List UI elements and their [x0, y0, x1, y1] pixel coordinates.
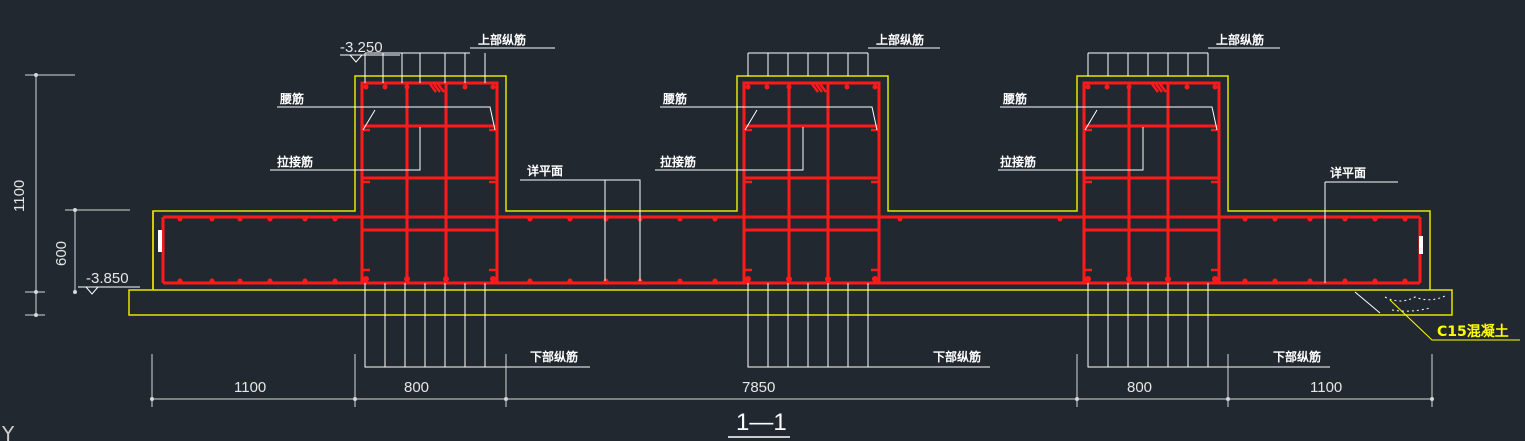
dim-height-total: 1100: [11, 180, 28, 212]
label-bottom-rebar-3: 下部纵筋: [1273, 349, 1321, 364]
label-top-rebar-1: 上部纵筋: [478, 32, 526, 47]
label-waist-rebar-1: 腰筋: [279, 91, 304, 106]
label-tie-rebar-3: 拉接筋: [1000, 154, 1036, 169]
beam-1-rebar: [360, 81, 499, 285]
label-bottom-rebar-2: 下部纵筋: [933, 349, 981, 364]
dimension-ticks: [34, 73, 1434, 401]
label-top-rebar-3: 上部纵筋: [1216, 32, 1264, 47]
dimension-lines: [25, 74, 1433, 407]
stirrup-hooks: [362, 83, 1219, 272]
rebar-dots: [177, 84, 1408, 284]
c15-cushion-outline: [128, 289, 1453, 316]
footing-outline: [152, 75, 1431, 290]
elevation-top: -3.250: [340, 39, 383, 56]
dimension-labels: 1100 600 1100 800 7850 800 1100: [11, 180, 1342, 396]
beam-2-rebar: [742, 81, 881, 285]
section-title: 1—1: [736, 409, 787, 436]
dim-height-slab: 600: [53, 241, 70, 266]
label-waist-rebar-2: 腰筋: [662, 91, 687, 106]
concrete-outline: [128, 75, 1453, 316]
beam-3-rebar: [1082, 81, 1221, 285]
dim-d3: 7850: [742, 379, 775, 396]
slab-end-markers: [158, 230, 1423, 254]
label-see-plan-2: 详平面: [1330, 165, 1366, 180]
ucs-axis-label: Y: [1, 422, 15, 441]
label-see-plan-1: 详平面: [527, 163, 563, 178]
rebar-group: [161, 81, 1422, 285]
dim-d1: 1100: [234, 379, 266, 396]
label-waist-rebar-3: 腰筋: [1002, 91, 1027, 106]
label-top-rebar-2: 上部纵筋: [876, 32, 924, 47]
dim-d4: 800: [1127, 379, 1152, 396]
dim-d2: 800: [404, 379, 429, 396]
label-tie-rebar-2: 拉接筋: [660, 154, 696, 169]
elevation-base: -3.850: [86, 270, 129, 287]
dim-d5: 1100: [1310, 379, 1342, 396]
label-concrete: C15混凝土: [1437, 323, 1509, 340]
elevation-labels: -3.250 -3.850: [86, 39, 383, 287]
c15-leader: [1354, 291, 1520, 341]
leader-lines: [78, 47, 1398, 368]
label-bottom-rebar-1: 下部纵筋: [530, 349, 578, 364]
label-tie-rebar-1: 拉接筋: [277, 154, 313, 169]
annotation-labels: 上部纵筋 上部纵筋 上部纵筋 腰筋 腰筋 腰筋 拉接筋 拉接筋 拉接筋 详平面 …: [277, 32, 1509, 364]
